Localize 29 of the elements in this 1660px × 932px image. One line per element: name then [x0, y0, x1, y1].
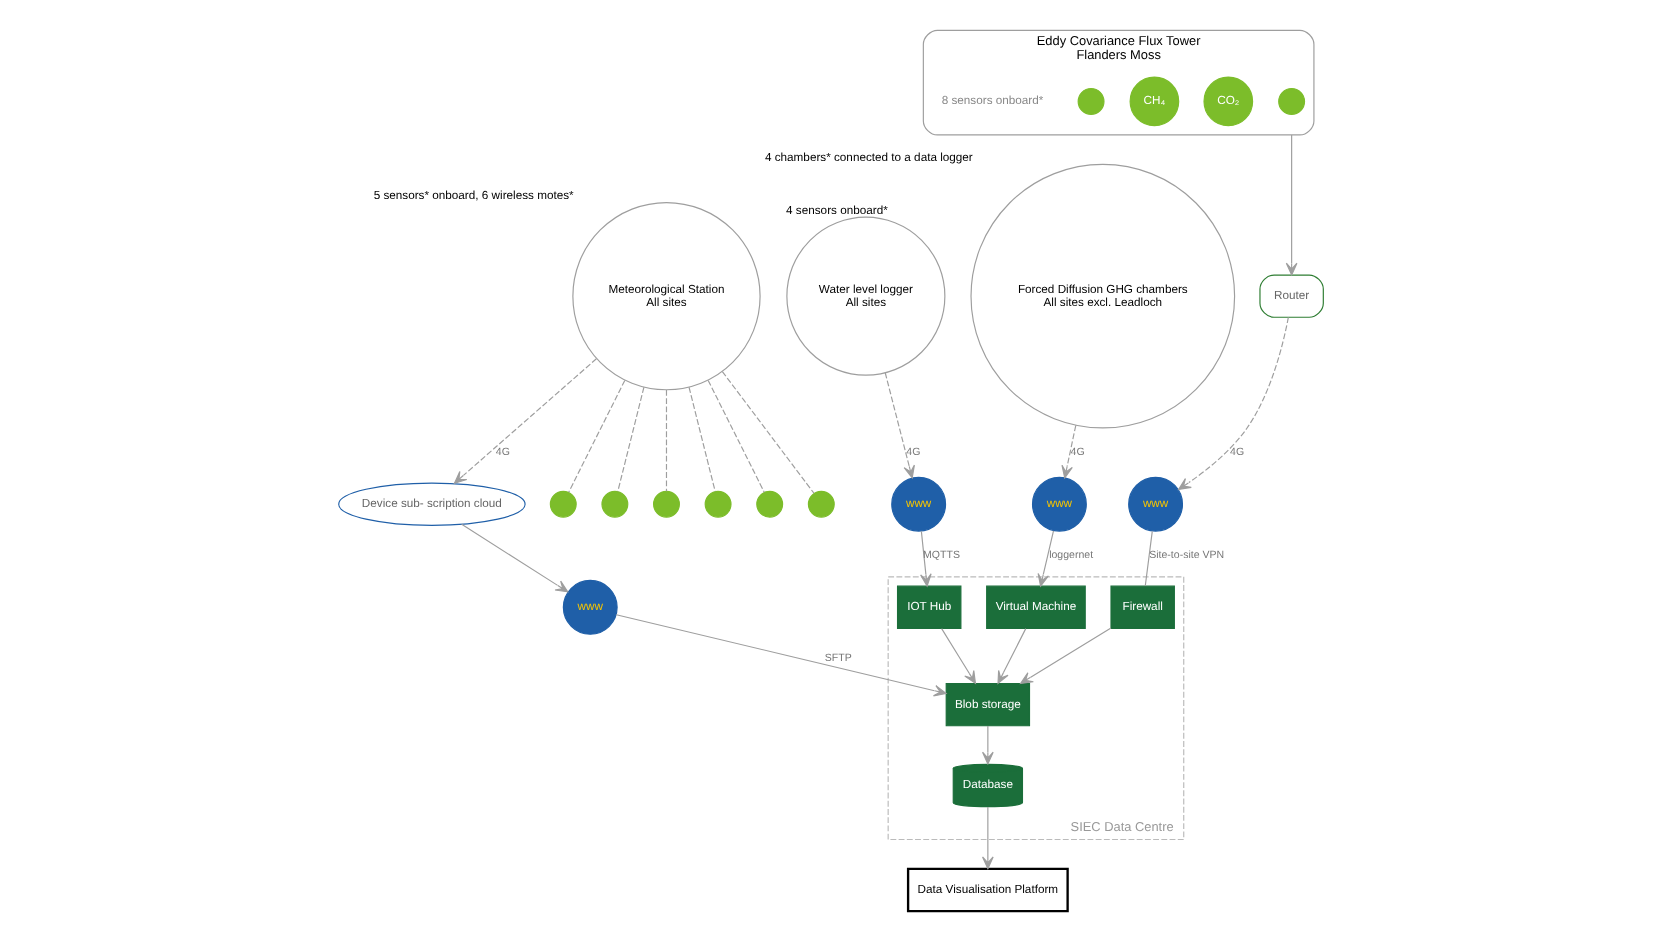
node-circle: [1076, 87, 1104, 115]
arrow: [614, 614, 946, 697]
node-circle: [548, 490, 576, 518]
arrow: [452, 358, 596, 484]
connector: [706, 379, 764, 493]
connector: [687, 386, 715, 493]
arrow: [883, 372, 914, 479]
node-circle: [1277, 87, 1305, 115]
node-circle: [652, 490, 679, 518]
node-circle: [755, 490, 783, 518]
node-circle: [600, 490, 628, 518]
arrow: [996, 628, 1026, 684]
connector: [616, 386, 644, 493]
arrow: [460, 523, 568, 593]
arrow: [919, 530, 931, 587]
connector: [664, 389, 667, 492]
arrow: [1284, 134, 1297, 276]
node-circle: [806, 490, 834, 518]
arrow: [940, 628, 976, 684]
arrow: [981, 806, 993, 870]
node-circle: [703, 490, 731, 518]
arrow: [1060, 424, 1076, 479]
arrow: [981, 725, 993, 765]
connector: [1143, 530, 1152, 587]
arrow: [1036, 530, 1054, 587]
connector: [720, 371, 814, 494]
connector: [567, 379, 625, 493]
arrow: [1019, 627, 1111, 684]
arrow: [1177, 316, 1288, 490]
